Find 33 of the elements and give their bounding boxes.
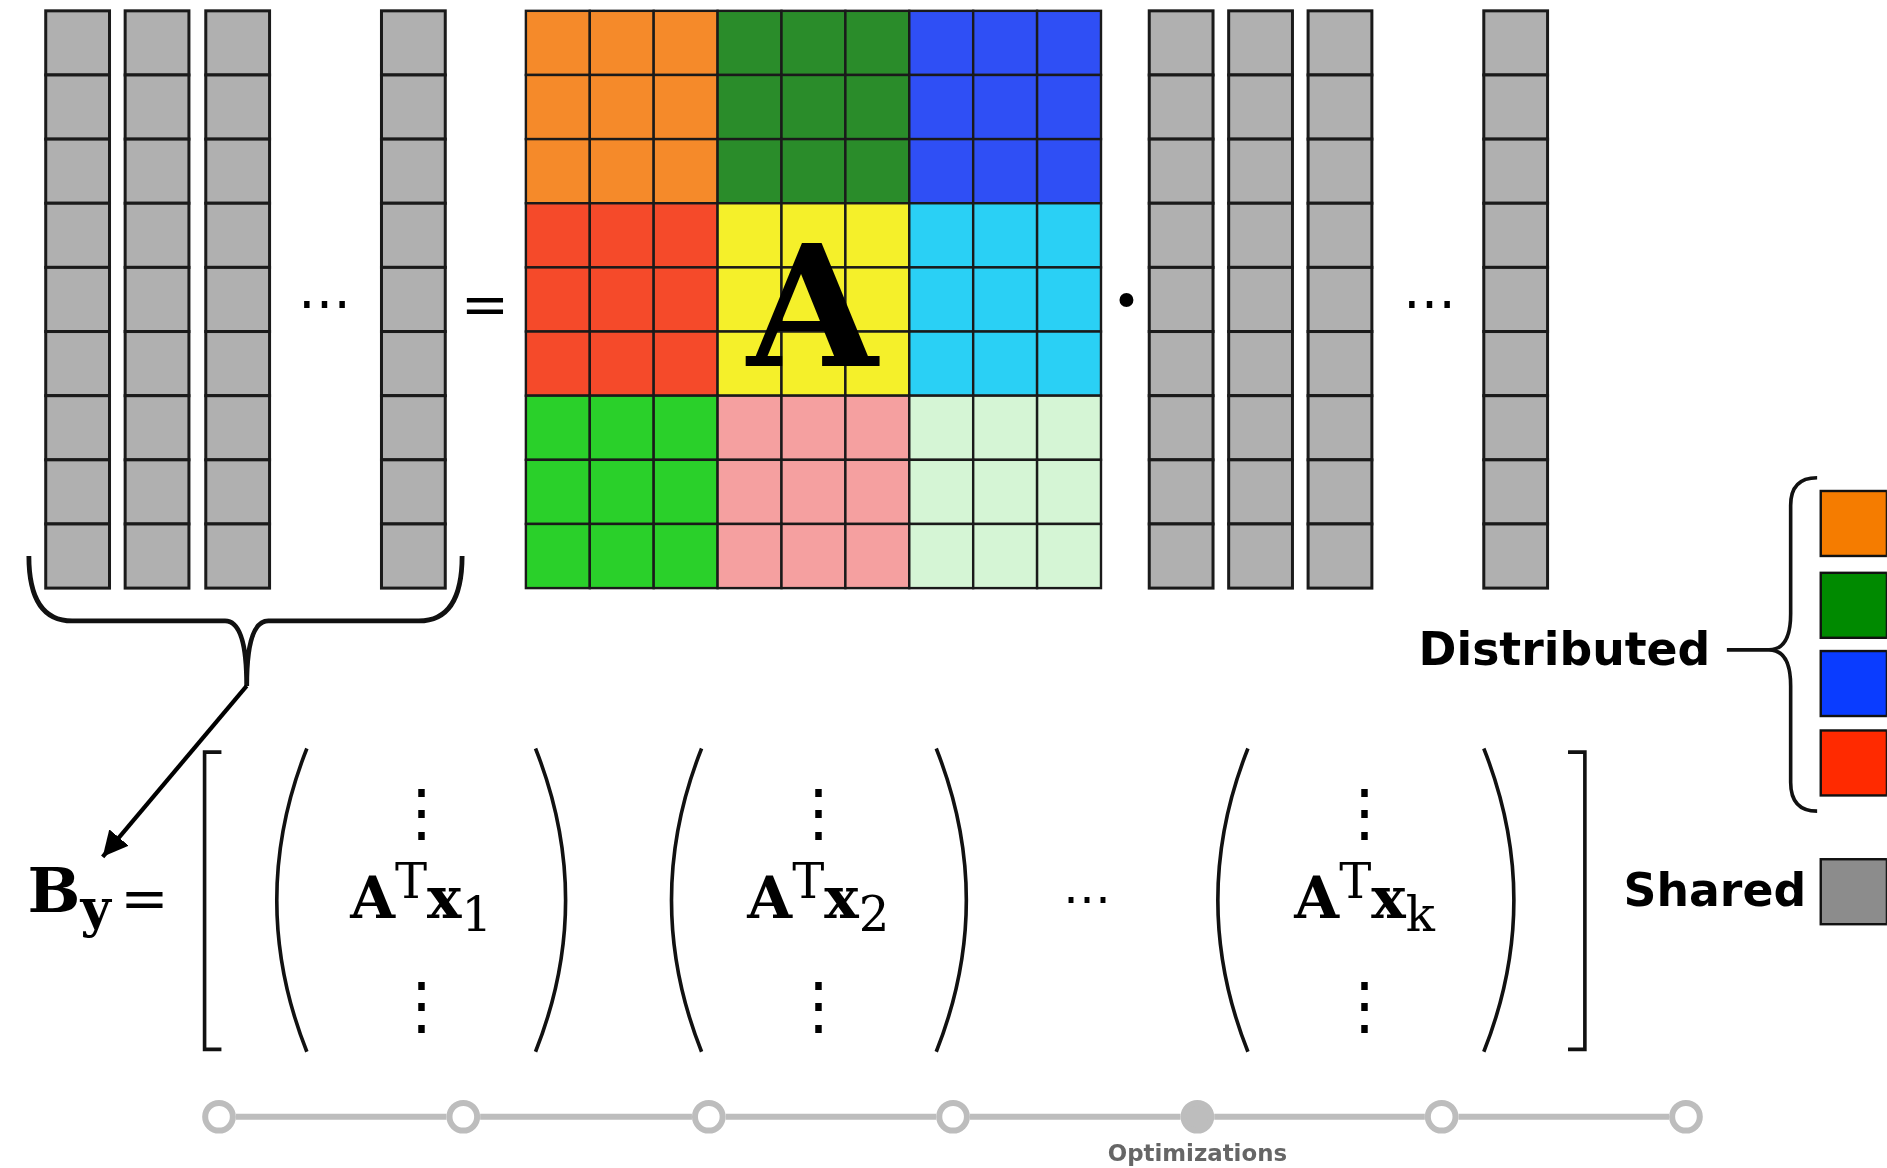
dot-operator: • xyxy=(1112,276,1141,325)
step-circle xyxy=(691,1099,726,1134)
step-circle xyxy=(202,1099,236,1134)
matrix-expression: A$^{T}$x$_{k}$ xyxy=(1294,857,1435,939)
matrix-expression: A$^{T}$x$_{2}$ xyxy=(747,857,890,939)
step-label: Optimizations xyxy=(1107,1141,1288,1165)
vertical-ellipsis: ⋮ xyxy=(787,973,850,1037)
connector-line xyxy=(480,1113,692,1120)
ellipsis: ⋯ xyxy=(298,276,352,330)
connector-line xyxy=(1458,1113,1670,1120)
matrix-expression: A$^{T}$x$_{1}$ xyxy=(350,857,493,939)
connector-line xyxy=(725,1113,937,1120)
equals-sign: = xyxy=(120,868,169,927)
vertical-ellipsis: ⋮ xyxy=(1333,973,1396,1037)
connector-line xyxy=(1214,1113,1425,1120)
curly-brace xyxy=(24,553,467,689)
active-step-circle xyxy=(1180,1099,1215,1134)
step-circle xyxy=(1424,1099,1459,1134)
legend-label: Distributed xyxy=(1418,626,1711,673)
connector-line xyxy=(235,1113,447,1120)
step-circle xyxy=(936,1099,970,1134)
connector-line xyxy=(969,1113,1181,1120)
ellipsis: ⋯ xyxy=(1062,873,1111,922)
equals-sign: = xyxy=(460,274,510,333)
vertical-ellipsis: ⋮ xyxy=(787,781,850,844)
step-circle xyxy=(1669,1099,1703,1134)
step-circle xyxy=(446,1099,481,1134)
vertical-ellipsis: ⋮ xyxy=(1333,781,1396,844)
arrow xyxy=(101,684,249,859)
ellipsis: ⋯ xyxy=(1403,276,1457,330)
vertical-ellipsis: ⋮ xyxy=(389,973,453,1037)
legend-label: Shared xyxy=(1623,867,1807,914)
vertical-ellipsis: ⋮ xyxy=(389,781,453,844)
